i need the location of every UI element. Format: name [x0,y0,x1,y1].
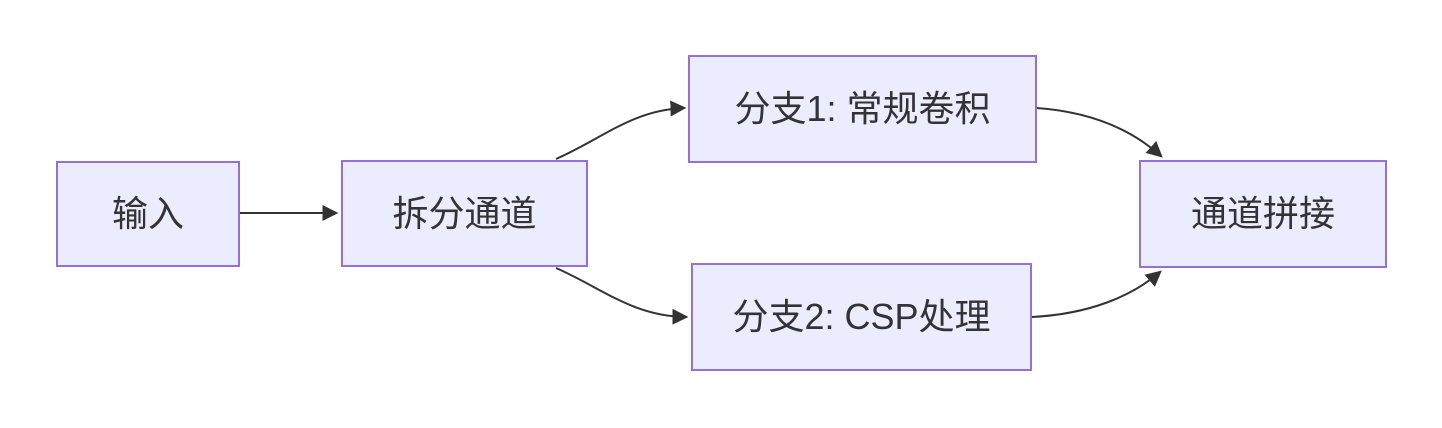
edge-split-to-branch2 [555,267,689,325]
edge-branch2-to-concat [1031,270,1162,318]
edge-branch1-to-concat [1036,107,1163,158]
node-branch2-csp: 分支2: CSP处理 [691,263,1032,371]
node-input: 输入 [56,161,240,267]
node-channel-concat-label: 通道拼接 [1190,193,1335,234]
node-split-channels: 拆分通道 [341,160,588,267]
node-branch1-label: 分支1: 常规卷积 [734,88,991,129]
node-channel-concat: 通道拼接 [1139,160,1387,268]
edge-split-to-branch1 [555,100,687,160]
node-input-label: 输入 [111,193,184,234]
node-branch1-regular-conv: 分支1: 常规卷积 [688,55,1037,163]
node-branch2-label: 分支2: CSP处理 [732,296,991,337]
node-split-channels-label: 拆分通道 [392,192,537,234]
